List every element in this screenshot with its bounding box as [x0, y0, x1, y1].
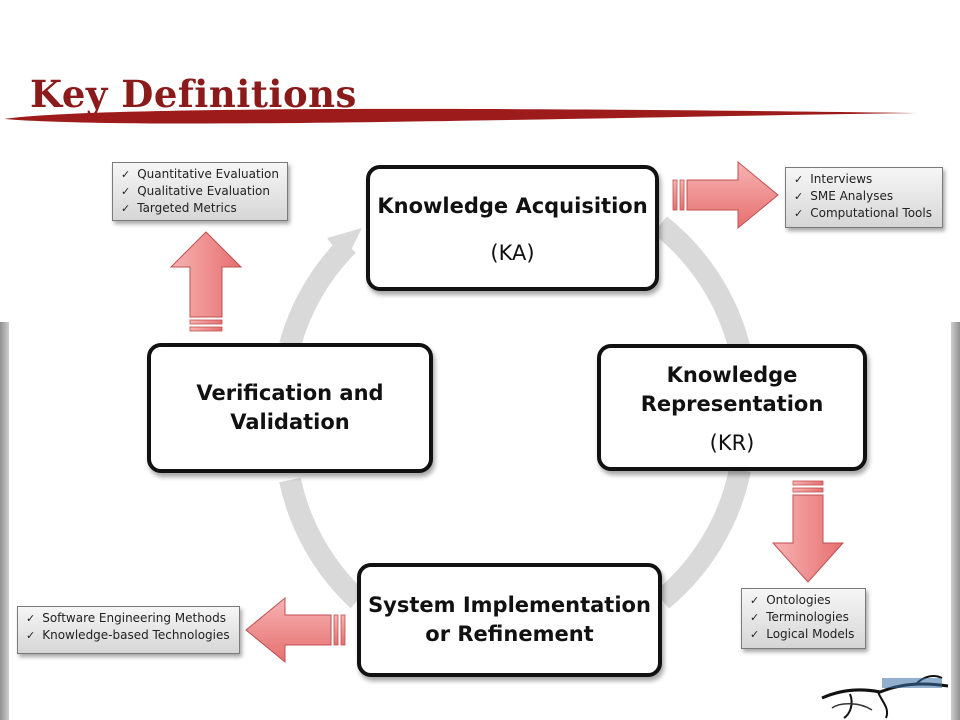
- system-implementation-box: System Implementation or Refinement: [357, 563, 662, 677]
- knowledge-representation-box: Knowledge Representation (KR): [597, 344, 867, 471]
- list-item: Computational Tools: [794, 205, 934, 222]
- arrow-up-verification: [169, 231, 243, 332]
- acquisition-methods-list-box: Interviews SME Analyses Computational To…: [785, 167, 943, 228]
- cycle-arrowhead: [327, 228, 362, 262]
- knowledge-representation-abbr: (KR): [709, 430, 755, 455]
- slide-title: Key Definitions: [30, 72, 357, 116]
- list-item: Targeted Metrics: [121, 200, 279, 217]
- implementation-methods-list-box: Software Engineering Methods Knowledge-b…: [17, 606, 240, 654]
- left-side-bar: [0, 322, 9, 720]
- list-item: Qualitative Evaluation: [121, 183, 279, 200]
- title-underline: [4, 108, 918, 124]
- evaluation-list: Quantitative Evaluation Qualitative Eval…: [121, 166, 279, 217]
- list-item: Terminologies: [750, 609, 857, 626]
- knowledge-acquisition-box: Knowledge Acquisition (KA): [366, 165, 659, 291]
- system-implementation-label: System Implementation or Refinement: [368, 593, 651, 646]
- cycle-ring: [279, 216, 751, 609]
- implementation-methods-list: Software Engineering Methods Knowledge-b…: [26, 610, 231, 644]
- list-item: Logical Models: [750, 626, 857, 643]
- knowledge-acquisition-abbr: (KA): [490, 240, 535, 265]
- arrow-left-implementation: [245, 596, 346, 664]
- arrow-right-acquisition: [672, 160, 779, 230]
- evaluation-list-box: Quantitative Evaluation Qualitative Eval…: [112, 162, 288, 221]
- representation-types-list: Ontologies Terminologies Logical Models: [750, 592, 857, 643]
- right-side-bar: [951, 322, 960, 720]
- acquisition-methods-list: Interviews SME Analyses Computational To…: [794, 171, 934, 222]
- knowledge-acquisition-label: Knowledge Acquisition: [377, 193, 648, 218]
- list-item: Quantitative Evaluation: [121, 166, 279, 183]
- arrow-down-representation: [771, 480, 845, 583]
- list-item: Knowledge-based Technologies: [26, 627, 231, 644]
- logo-graphic: [821, 675, 949, 719]
- verification-validation-box: Verification and Validation: [147, 343, 433, 473]
- list-item: Software Engineering Methods: [26, 610, 231, 627]
- list-item: Interviews: [794, 171, 934, 188]
- representation-types-list-box: Ontologies Terminologies Logical Models: [741, 588, 866, 649]
- list-item: SME Analyses: [794, 188, 934, 205]
- verification-validation-label: Verification and Validation: [196, 381, 384, 434]
- knowledge-representation-label: Knowledge Representation: [640, 362, 824, 416]
- list-item: Ontologies: [750, 592, 857, 609]
